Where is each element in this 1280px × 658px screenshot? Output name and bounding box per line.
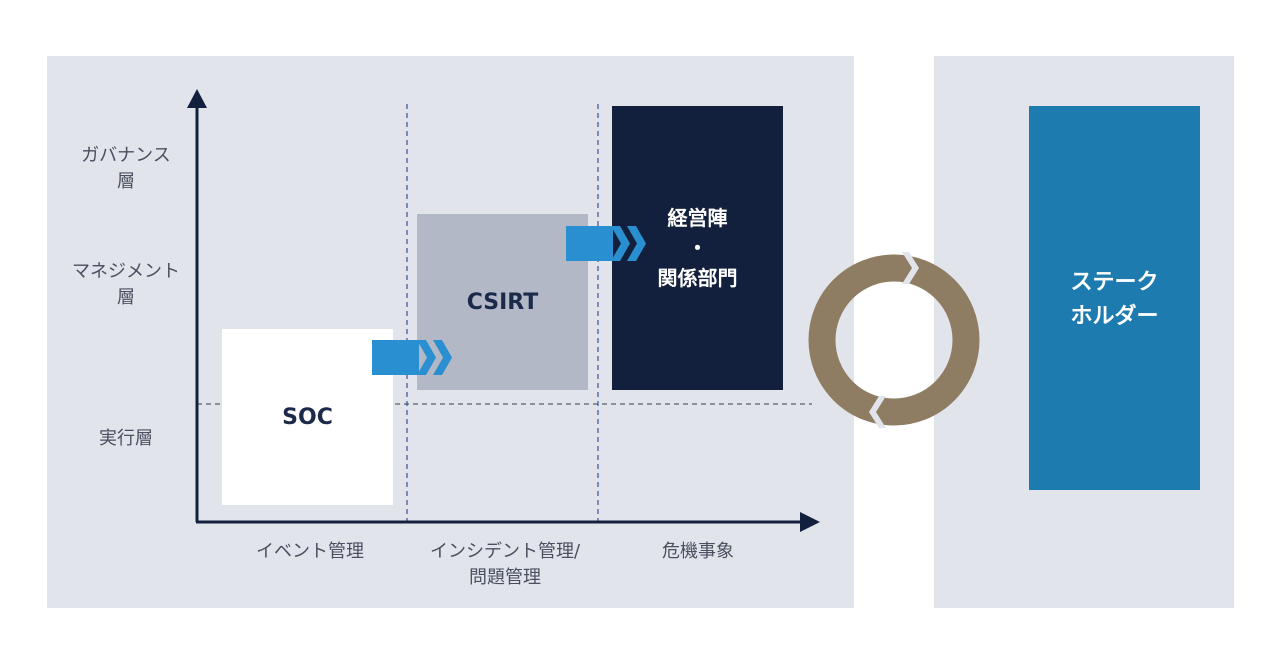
soc-label: SOC bbox=[282, 404, 333, 430]
x-label-crisis: 危機事象 bbox=[598, 539, 798, 565]
executive-label-line1: 経営陣 bbox=[667, 206, 728, 230]
csirt-label: CSIRT bbox=[466, 289, 539, 315]
y-label-governance-line2: 層 bbox=[117, 171, 135, 192]
x-label-event-management: イベント管理 bbox=[210, 539, 410, 565]
x-label-incident-management-line2: 問題管理 bbox=[469, 567, 541, 588]
x-label-crisis-line1: 危機事象 bbox=[662, 541, 734, 562]
x-label-incident-management-line1: インシデント管理/ bbox=[429, 541, 581, 562]
y-label-governance: ガバナンス 層 bbox=[56, 143, 196, 195]
y-label-management: マネジメント 層 bbox=[56, 259, 196, 311]
y-label-governance-line1: ガバナンス bbox=[81, 145, 171, 166]
y-axis-arrowhead bbox=[187, 89, 207, 108]
escalation-arrow-csirt-to-executive-icon bbox=[566, 226, 646, 261]
stakeholder-label-line2: ホルダー bbox=[1070, 304, 1159, 329]
escalation-arrow-soc-to-csirt-icon bbox=[372, 340, 452, 375]
executive-label-line3: 関係部門 bbox=[657, 266, 738, 290]
soc-box: SOC bbox=[222, 329, 393, 505]
y-label-execution-line1: 実行層 bbox=[99, 428, 153, 449]
x-label-event-management-line1: イベント管理 bbox=[256, 541, 364, 562]
y-label-management-line2: 層 bbox=[117, 287, 135, 308]
x-axis-arrowhead bbox=[800, 512, 820, 532]
y-label-execution: 実行層 bbox=[56, 426, 196, 452]
executive-label-line2: ・ bbox=[687, 236, 708, 260]
communication-cycle-icon bbox=[808, 252, 980, 428]
y-label-management-line1: マネジメント bbox=[72, 261, 180, 282]
x-label-incident-management: インシデント管理/ 問題管理 bbox=[405, 539, 605, 591]
stakeholder-box: ステーク ホルダー bbox=[1029, 106, 1200, 490]
stakeholder-label-line1: ステーク bbox=[1070, 270, 1159, 295]
